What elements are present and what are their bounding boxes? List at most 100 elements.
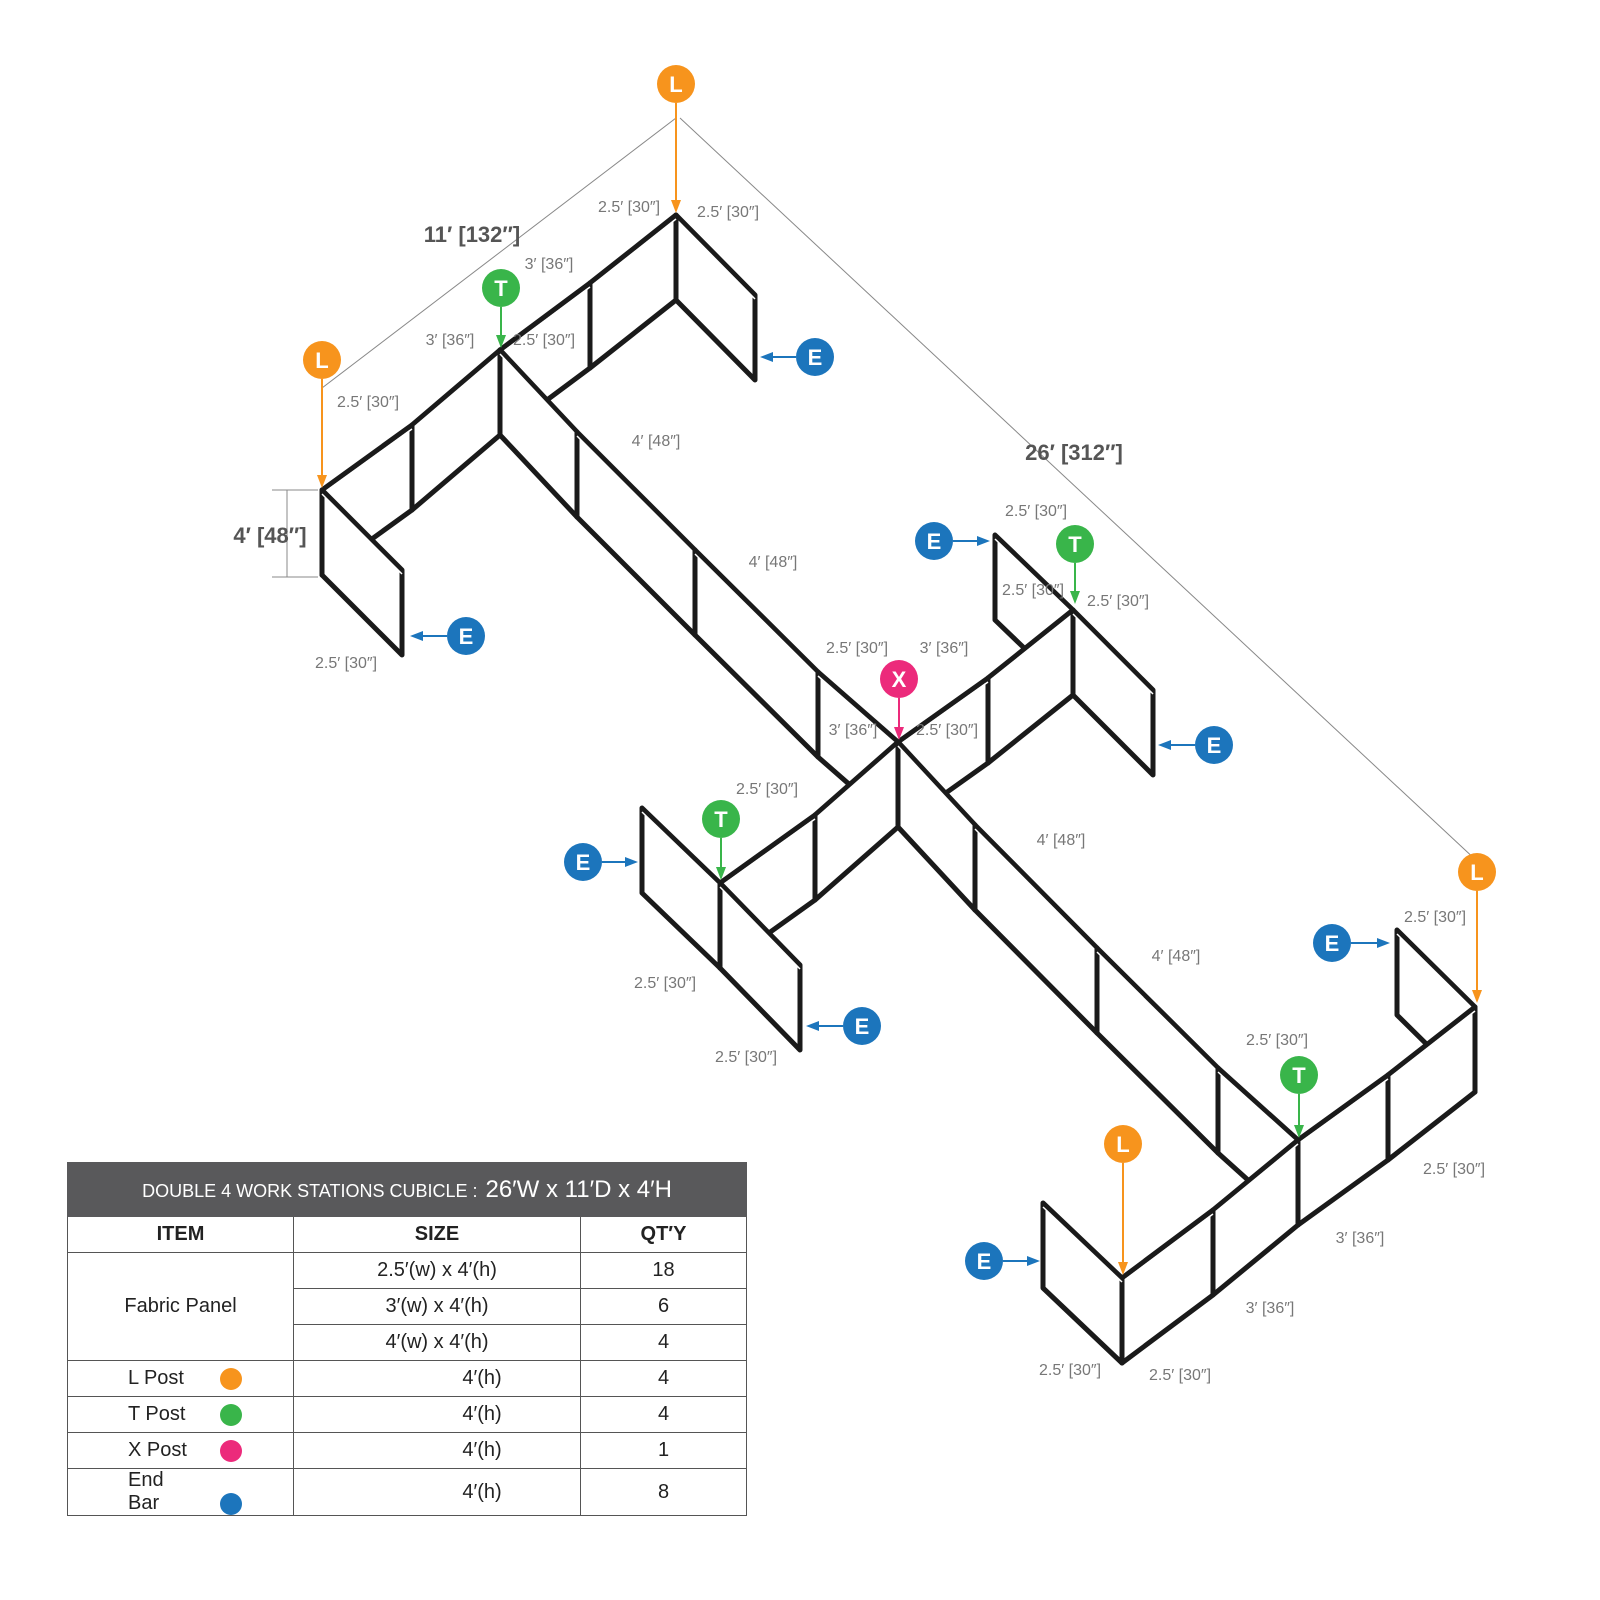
dimension-label: 3′ [36″] xyxy=(920,640,969,657)
table-row: Fabric Panel 2.5′(w) x 4′(h) 18 xyxy=(67,1252,747,1361)
marker-label: T xyxy=(494,276,508,301)
panel-highlight xyxy=(1396,933,1476,1012)
l-post-marker: L xyxy=(303,341,341,488)
panel-highlight xyxy=(499,353,578,437)
panel-highlight xyxy=(897,681,989,747)
dimension-label: 2.5′ [30″] xyxy=(715,1049,777,1066)
dimension-label: 2.5′ [30″] xyxy=(1039,1362,1101,1379)
marker-label: T xyxy=(1292,1063,1306,1088)
table-title: DOUBLE 4 WORK STATIONS CUBICLE :26′W x 1… xyxy=(67,1162,747,1217)
panel-highlight xyxy=(321,493,403,575)
item-end-bar: End Bar xyxy=(67,1468,294,1516)
dimension-label: 3′ [36″] xyxy=(525,256,574,273)
panel-highlight xyxy=(987,613,1074,683)
qty-cell: 8 xyxy=(580,1468,747,1516)
fabric-panel xyxy=(319,487,405,658)
l-post-marker: L xyxy=(657,65,695,213)
arrow-head-icon xyxy=(410,631,423,641)
fabric-panel xyxy=(673,212,758,383)
overall-depth-line xyxy=(321,117,677,389)
dimension-label: 2.5′ [30″] xyxy=(315,655,377,672)
size-cell: 4′(w) x 4′(h) xyxy=(293,1324,581,1361)
dimension-label: 3′ [36″] xyxy=(1246,1300,1295,1317)
qty-cell: 4 xyxy=(580,1324,747,1361)
marker-circle-icon xyxy=(965,1242,1003,1280)
table-row: End Bar 4′(h) 8 xyxy=(67,1468,747,1516)
end-bar-marker: E xyxy=(915,522,990,560)
size-cell: 4′(h) xyxy=(293,1468,581,1516)
arrow-head-icon xyxy=(1377,938,1390,948)
size-cell: 3′(w) x 4′(h) xyxy=(293,1288,581,1325)
qty-cell: 18 xyxy=(580,1252,747,1289)
item-label: T Post xyxy=(128,1403,186,1425)
marker-circle-icon xyxy=(1313,924,1351,962)
dimension-label: 4′ [48″] xyxy=(233,523,306,548)
fabric-panel xyxy=(1070,607,1156,778)
marker-circle-icon xyxy=(702,800,740,838)
panel-highlight xyxy=(817,675,899,747)
marker-label: E xyxy=(1207,733,1222,758)
marker-label: L xyxy=(1116,1132,1129,1157)
size-cell: 4′(h) xyxy=(293,1360,581,1397)
marker-label: E xyxy=(808,345,823,370)
marker-circle-icon xyxy=(447,617,485,655)
dimension-label: 4′ [48″] xyxy=(1152,948,1201,965)
arrow-head-icon xyxy=(317,475,327,488)
dimension-label: 2.5′ [30″] xyxy=(1423,1161,1485,1178)
item-label: L Post xyxy=(128,1367,184,1389)
qty-cell: 6 xyxy=(580,1288,747,1325)
size-cell: 2.5′(w) x 4′(h) xyxy=(293,1252,581,1289)
dimension-label: 2.5′ [30″] xyxy=(1087,593,1149,610)
panel-highlight xyxy=(814,745,899,820)
panel-highlight xyxy=(411,353,501,430)
panel-highlight xyxy=(974,828,1098,953)
x-post-marker: X xyxy=(880,660,918,740)
panel-highlight xyxy=(1121,1213,1214,1283)
panel-highlight xyxy=(1212,1143,1299,1215)
fabric-panel xyxy=(972,822,1100,1036)
fabric-panel xyxy=(587,212,679,371)
arrow-head-icon xyxy=(894,727,904,740)
pink-dot-icon xyxy=(220,1439,242,1462)
arrow-head-icon xyxy=(1118,1262,1128,1275)
marker-circle-icon xyxy=(1056,525,1094,563)
orange-dot-icon xyxy=(220,1367,242,1390)
size-cell: 4′(h) xyxy=(293,1432,581,1469)
marker-circle-icon xyxy=(843,1007,881,1045)
marker-label: T xyxy=(714,807,728,832)
end-bar-marker: E xyxy=(965,1242,1040,1280)
arrow-head-icon xyxy=(1027,1256,1040,1266)
arrow-head-icon xyxy=(806,1021,819,1031)
panel-highlight xyxy=(1387,1010,1476,1080)
header-item: ITEM xyxy=(67,1216,294,1253)
dimension-label: 2.5′ [30″] xyxy=(1246,1032,1308,1049)
dimension-lines xyxy=(272,117,1479,863)
panel-highlight xyxy=(1217,1071,1299,1145)
dimension-label: 2.5′ [30″] xyxy=(1005,503,1067,520)
item-fabric-panel: Fabric Panel xyxy=(67,1252,294,1361)
item-label: End Bar xyxy=(128,1469,164,1514)
blue-dot-icon xyxy=(220,1492,242,1515)
panel-highlight xyxy=(1042,1206,1123,1283)
t-post-marker: T xyxy=(702,800,740,880)
dimension-label: 2.5′ [30″] xyxy=(598,199,660,216)
marker-circle-icon xyxy=(482,269,520,307)
arrow-head-icon xyxy=(1070,591,1080,604)
item-t-post: T Post xyxy=(67,1396,294,1433)
t-post-marker: T xyxy=(482,269,520,348)
marker-circle-icon xyxy=(1104,1125,1142,1163)
dimension-label: 2.5′ [30″] xyxy=(826,640,888,657)
title-text: DOUBLE 4 WORK STATIONS CUBICLE : xyxy=(142,1180,478,1201)
header-size: SIZE xyxy=(293,1216,581,1253)
marker-circle-icon xyxy=(915,522,953,560)
fabric-panel xyxy=(692,547,821,760)
table-row: X Post 4′(h) 1 xyxy=(67,1432,747,1469)
arrow-head-icon xyxy=(1294,1125,1304,1138)
arrow-head-icon xyxy=(625,857,638,867)
end-bar-marker: E xyxy=(564,843,638,881)
dimension-label: 2.5′ [30″] xyxy=(513,332,575,349)
arrow-head-icon xyxy=(1158,740,1171,750)
marker-label: E xyxy=(977,1249,992,1274)
fabric-panel xyxy=(1295,1072,1391,1228)
panel-highlight xyxy=(1297,1078,1389,1145)
